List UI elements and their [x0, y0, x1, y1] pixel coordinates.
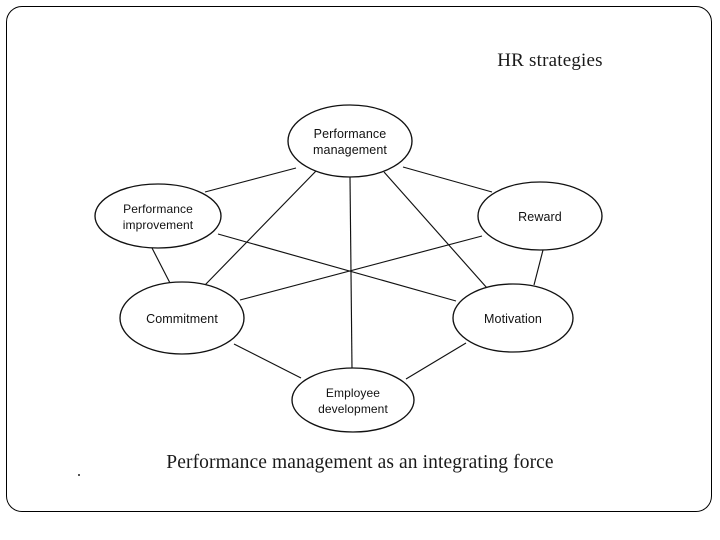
- edge-commitment-to-performance-management: [204, 170, 317, 286]
- node-motivation[interactable]: Motivation: [452, 283, 574, 353]
- node-label-performance-improvement-line2: improvement: [123, 218, 194, 232]
- node-label-performance-management-line1: Performance: [314, 127, 387, 141]
- node-ellipse-motivation[interactable]: [452, 283, 574, 353]
- node-label-performance-improvement-line1: Performance: [123, 202, 193, 216]
- edge-performance-improvement-to-commitment: [151, 247, 171, 284]
- node-employee-development[interactable]: Employee development: [291, 367, 415, 433]
- node-ellipse-employee-development[interactable]: [291, 367, 415, 433]
- node-label-employee-development-line1: Employee: [326, 386, 380, 400]
- node-label-performance-management-line2: management: [313, 143, 387, 157]
- node-performance-improvement[interactable]: Performance improvement: [94, 183, 222, 249]
- node-reward[interactable]: Reward: [477, 181, 603, 251]
- stray-mark: [78, 474, 80, 476]
- edge-commitment-to-reward: [239, 235, 483, 301]
- diagram-title: HR strategies: [497, 50, 603, 71]
- node-label-commitment: Commitment: [146, 312, 218, 326]
- node-commitment[interactable]: Commitment: [119, 281, 245, 355]
- edge-motivation-to-employee-development: [405, 342, 467, 380]
- node-ellipse-commitment[interactable]: [119, 281, 245, 355]
- node-ellipse-performance-improvement[interactable]: [94, 183, 222, 249]
- edge-reward-to-motivation: [533, 249, 544, 286]
- node-label-employee-development-line2: development: [318, 402, 388, 416]
- edge-performance-improvement-to-performance-management: [204, 167, 297, 193]
- edges-group: [151, 166, 544, 380]
- diagram-caption: Performance management as an integrating…: [166, 452, 554, 473]
- node-performance-management[interactable]: Performance management: [287, 104, 413, 178]
- node-ellipse-performance-management[interactable]: [287, 104, 413, 178]
- node-ellipse-reward[interactable]: [477, 181, 603, 251]
- edge-performance-management-to-employee-development: [349, 176, 353, 370]
- edge-performance-management-to-motivation: [383, 171, 488, 289]
- edge-commitment-to-employee-development: [233, 343, 302, 379]
- node-label-reward: Reward: [518, 210, 562, 224]
- node-label-motivation: Motivation: [484, 312, 542, 326]
- edge-performance-management-to-reward: [402, 166, 493, 193]
- nodes-group: Performance management Performance impro…: [94, 104, 603, 433]
- edge-performance-improvement-to-motivation: [217, 233, 457, 302]
